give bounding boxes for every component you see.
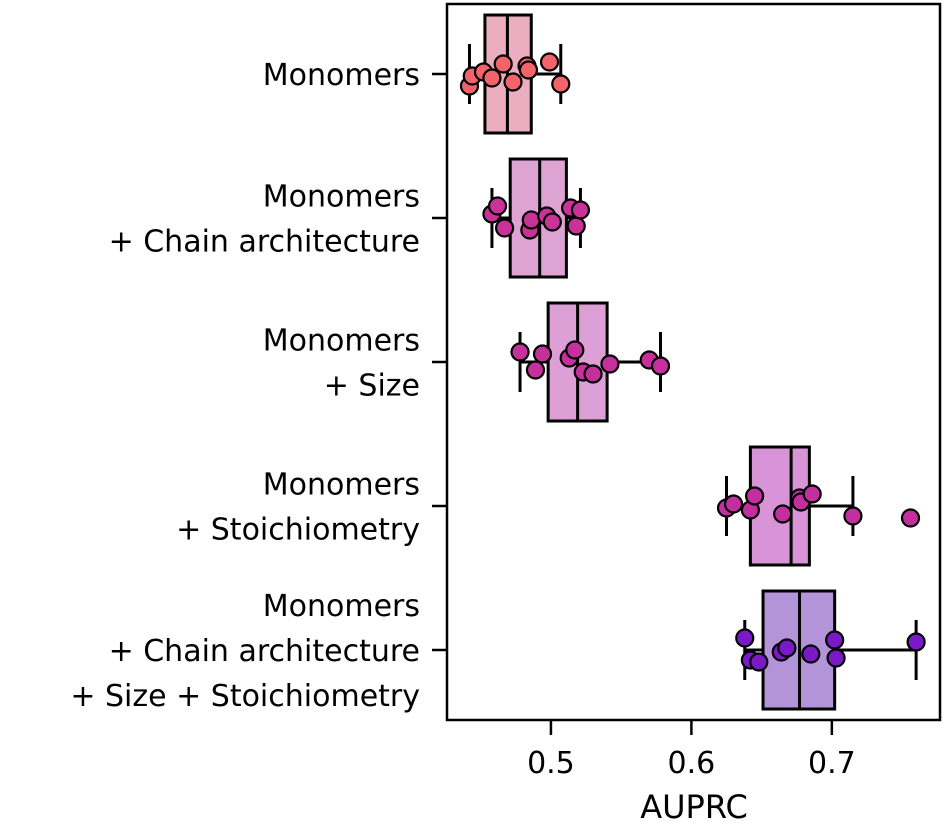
data-point (493, 54, 513, 74)
x-axis-label: AUPRC (640, 788, 748, 826)
data-point (503, 72, 523, 92)
data-point (532, 344, 553, 364)
data-point (744, 486, 765, 506)
y-tick-label: + Size (324, 369, 420, 404)
data-point (906, 632, 926, 652)
data-point (735, 628, 755, 648)
data-point (494, 218, 515, 238)
data-point (801, 644, 821, 664)
data-point (565, 340, 585, 360)
data-point (482, 68, 502, 88)
data-point (542, 212, 562, 232)
y-tick-label: + Chain architecture (109, 225, 420, 260)
x-tick-label: 0.7 (808, 746, 856, 781)
data-point (551, 74, 571, 94)
box-group-5 (735, 589, 926, 711)
data-point (521, 210, 541, 230)
x-tick-label: 0.5 (527, 746, 575, 781)
data-point (510, 342, 530, 362)
data-point (723, 494, 744, 514)
y-tick-label: Monomers (263, 589, 420, 624)
y-tick-label: Monomers (263, 468, 420, 503)
box-group-4 (716, 445, 921, 567)
box-group-1 (459, 13, 571, 135)
data-point (749, 652, 769, 672)
data-point (600, 354, 620, 374)
data-point (843, 506, 863, 526)
data-point (802, 484, 822, 504)
data-point (525, 360, 546, 380)
y-tick-label: Monomers (263, 180, 420, 215)
y-tick-label: Monomers (263, 58, 420, 93)
data-point (566, 216, 586, 236)
y-tick-label: + Chain architecture (109, 634, 420, 669)
data-point (487, 196, 508, 216)
data-point (570, 200, 591, 220)
data-point (518, 60, 539, 80)
data-point (773, 504, 793, 524)
box-group-3 (510, 301, 671, 423)
y-tick-label: + Size + Stoichiometry (70, 679, 420, 714)
box-group-2 (482, 157, 591, 279)
data-point (539, 52, 560, 72)
x-tick-label: 0.6 (668, 746, 716, 781)
data-point (583, 364, 603, 384)
plot-marks (459, 13, 926, 711)
y-tick-label: + Stoichiometry (176, 513, 420, 548)
data-point (777, 638, 797, 658)
y-tick-label: Monomers (263, 324, 420, 359)
data-point (825, 630, 845, 650)
data-point (650, 356, 671, 376)
data-point (900, 508, 921, 528)
x-axis: 0.5 0.6 0.7 (527, 720, 856, 781)
data-point (826, 648, 846, 668)
